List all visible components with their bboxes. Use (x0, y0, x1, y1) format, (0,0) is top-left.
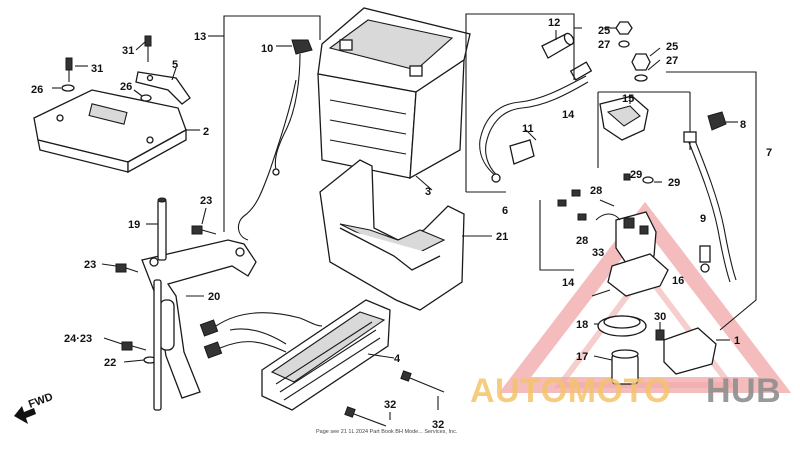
part-terminal-9 (699, 245, 711, 273)
part-regulator-rectifier (261, 299, 395, 411)
part-battery-bracket-20 (141, 239, 257, 399)
part-band-18 (597, 315, 647, 337)
part-battery (317, 7, 471, 191)
part-connectors (199, 312, 323, 359)
callout-10: 10 (261, 43, 273, 55)
callout-25-top: 25 (598, 25, 610, 37)
part-battery-cable-6 (479, 61, 593, 183)
callout-3: 3 (425, 186, 431, 198)
part-control-unit (33, 89, 187, 174)
callout-32-right: 32 (432, 419, 444, 431)
part-bolt-31-upper (135, 35, 152, 62)
callout-27-top: 27 (598, 39, 610, 51)
callout-13: 13 (194, 31, 206, 43)
part-washer-22 (123, 356, 157, 364)
leader-lines (574, 27, 662, 361)
callout-26-right: 26 (120, 81, 132, 93)
part-battery-tray (319, 159, 492, 311)
callout-14: 14 (562, 109, 575, 121)
callout-28-upper: 28 (590, 185, 602, 197)
callout-18: 18 (576, 319, 588, 331)
callout-23-upper: 23 (200, 195, 212, 207)
part-fuse-17 (611, 349, 639, 385)
callout-5: 5 (172, 59, 178, 71)
part-washer-26-right (133, 89, 152, 102)
part-terminal-cover-10 (237, 39, 313, 241)
footer-text: Page see 21 1L 2024 Part Book BH Mode...… (316, 429, 458, 435)
part-bolt-24-23 (103, 337, 147, 351)
part-bolt-23-upper (191, 207, 217, 235)
callout-33: 33 (592, 247, 604, 259)
callout-28-lower: 28 (576, 235, 588, 247)
callout-6: 6 (502, 205, 508, 217)
watermark-text-auto: AUTOMOTO (470, 372, 671, 410)
part-bracket-5 (135, 67, 191, 105)
part-starter-relay (607, 211, 669, 297)
callout-31-upper: 31 (122, 45, 134, 57)
part-nut-25-mid (631, 53, 651, 82)
callout-26-left: 26 (31, 84, 43, 96)
callout-25-right: 25 (666, 41, 678, 53)
callout-29-right: 29 (668, 177, 680, 189)
part-cap-8 (707, 111, 738, 131)
fwd-arrow-icon (14, 406, 36, 424)
callout-31-left: 31 (91, 63, 103, 75)
callout-2: 2 (203, 126, 209, 138)
callout-12: 12 (548, 17, 560, 29)
callout-15: 15 (622, 93, 634, 105)
callout-4: 4 (394, 353, 401, 365)
part-bolts-28-29 (557, 173, 654, 221)
callout-numbers: 2 26 31 31 26 5 13 10 3 21 23 19 23 20 2… (31, 17, 772, 431)
callout-27-right: 27 (666, 55, 678, 67)
callout-21: 21 (496, 231, 508, 243)
callout-32-left: 32 (384, 399, 396, 411)
part-bolt-32-left (344, 406, 387, 427)
fwd-label: FWD (27, 391, 55, 411)
callout-11: 11 (522, 123, 534, 135)
callout-17: 17 (576, 351, 588, 363)
part-nut-25-top (615, 21, 633, 48)
part-bolt-30 (655, 322, 665, 341)
part-washer-26-left (52, 84, 75, 92)
part-starter-cable-7 (683, 131, 737, 283)
callout-24-23: 24·23 (64, 333, 92, 345)
callout-1: 1 (734, 335, 740, 347)
watermark-text-hub: HUB (706, 372, 781, 410)
callout-20: 20 (208, 291, 220, 303)
part-bolt-32-right (400, 370, 445, 393)
callout-9: 9 (700, 213, 706, 225)
callout-14-lower: 14 (562, 277, 575, 289)
callout-16: 16 (672, 275, 684, 287)
callout-19: 19 (128, 219, 140, 231)
callout-30: 30 (654, 311, 666, 323)
part-12-sleeve (541, 30, 575, 59)
part-holder-1 (663, 327, 730, 375)
part-bolt-23-lower (101, 263, 139, 273)
part-relay-bracket-15 (597, 91, 691, 168)
callout-29-left: 29 (630, 169, 642, 181)
callout-22: 22 (104, 357, 116, 369)
part-long-rod (153, 279, 162, 411)
callout-7: 7 (766, 147, 772, 159)
part-pin-19 (146, 197, 167, 261)
callout-8: 8 (740, 119, 746, 131)
part-bolt-31 (65, 57, 88, 82)
watermark-text: AUTOMOTO HUB (470, 372, 781, 410)
callout-23-lower: 23 (84, 259, 96, 271)
